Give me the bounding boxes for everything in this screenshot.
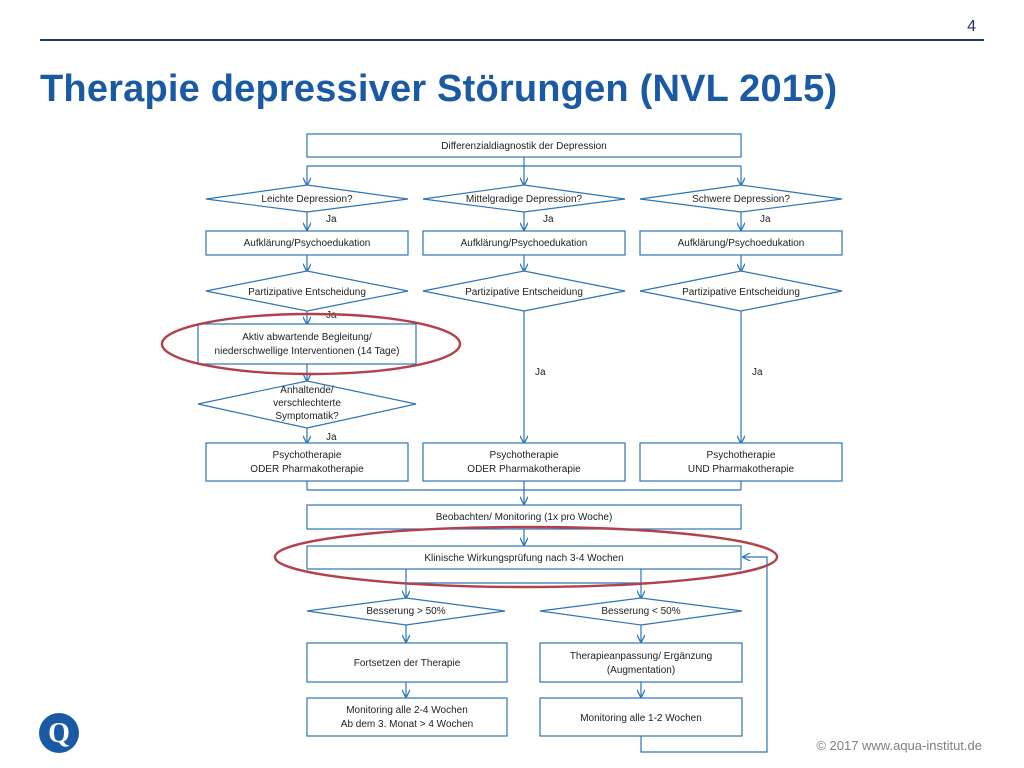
diamond-partizipative-schwer: Partizipative Entscheidung: [639, 270, 843, 312]
box-differenzialdiagnostik: Differenzialdiagnostik der Depression: [306, 133, 742, 158]
box-klinische-wirkungspruefung: Klinische Wirkungsprüfung nach 3-4 Woche…: [306, 545, 742, 570]
box-fortsetzen-therapie: Fortsetzen der Therapie: [306, 642, 508, 683]
ja-label: Ja: [535, 367, 546, 378]
diamond-label-line3: Symptomatik?: [275, 411, 339, 422]
box-therapieanpassung: Therapieanpassung/ Ergänzung (Augmentati…: [539, 642, 743, 683]
box-label-line2: UND Pharmakotherapie: [688, 464, 795, 475]
page-number: 4: [967, 18, 976, 35]
box-label-line2: ODER Pharmakotherapie: [467, 464, 581, 475]
box-psychotherapie-schwer: Psychotherapie UND Pharmakotherapie: [639, 442, 843, 482]
top-divider: [40, 39, 984, 41]
box-label: Aufklärung/Psychoedukation: [244, 238, 371, 249]
diamond-partizipative-leicht: Partizipative Entscheidung: [205, 270, 409, 312]
diamond-label: Schwere Depression?: [692, 194, 790, 205]
feedback-loop: [640, 557, 768, 753]
highlight-ellipse-wirkungspruefung: [273, 525, 779, 589]
copyright-notice: © 2017 www.aqua-institut.de: [816, 738, 982, 753]
ja-label: Ja: [326, 214, 337, 225]
diamond-label: Partizipative Entscheidung: [682, 287, 800, 298]
box-aufklaerung-leicht: Aufklärung/Psychoedukation: [205, 230, 409, 256]
ja-label: Ja: [760, 214, 771, 225]
box-monitoring-1-2-wochen: Monitoring alle 1-2 Wochen: [539, 697, 743, 737]
diamond-label: Mittelgradige Depression?: [466, 194, 583, 205]
box-label: Aufklärung/Psychoedukation: [678, 238, 805, 249]
box-label-line1: Therapieanpassung/ Ergänzung: [570, 651, 712, 662]
box-aufklaerung-schwer: Aufklärung/Psychoedukation: [639, 230, 843, 256]
box-psychotherapie-mittel: Psychotherapie ODER Pharmakotherapie: [422, 442, 626, 482]
diamond-partizipative-mittel: Partizipative Entscheidung: [422, 270, 626, 312]
box-label-line2: ODER Pharmakotherapie: [250, 464, 364, 475]
logo-letter: Q: [48, 718, 70, 749]
aqua-q-logo: Q: [39, 713, 79, 753]
box-label-line2: niederschwellige Interventionen (14 Tage…: [215, 346, 400, 357]
box-beobachten-monitoring: Beobachten/ Monitoring (1x pro Woche): [306, 504, 742, 530]
diamond-besserung-gt-50: Besserung > 50%: [306, 597, 506, 626]
box-label: Differenzialdiagnostik der Depression: [441, 141, 606, 152]
box-monitoring-2-4-wochen: Monitoring alle 2-4 Wochen Ab dem 3. Mon…: [306, 697, 508, 737]
diamond-schwere-depression: Schwere Depression?: [639, 184, 843, 213]
box-aktiv-abwartende-begleitung: Aktiv abwartende Begleitung/ niederschwe…: [197, 323, 417, 365]
diamond-label-line1: Anhaltende/: [280, 385, 334, 396]
ja-label: Ja: [326, 432, 337, 443]
box-label-line1: Psychotherapie: [707, 450, 776, 461]
diamond-label: Besserung < 50%: [601, 606, 680, 617]
diamond-mittelgradige-depression: Mittelgradige Depression?: [422, 184, 626, 213]
box-label: Aufklärung/Psychoedukation: [461, 238, 588, 249]
box-label: Beobachten/ Monitoring (1x pro Woche): [436, 512, 613, 523]
box-label: Monitoring alle 1-2 Wochen: [580, 713, 702, 724]
box-label-line1: Aktiv abwartende Begleitung/: [242, 332, 372, 343]
diamond-leichte-depression: Leichte Depression?: [205, 184, 409, 213]
box-label-line1: Psychotherapie: [490, 450, 559, 461]
diamond-label-line2: verschlechterte: [273, 398, 341, 409]
diamond-anhaltende-symptomatik: Anhaltende/ verschlechterte Symptomatik?: [197, 380, 417, 429]
box-label-line2: Ab dem 3. Monat > 4 Wochen: [341, 719, 473, 730]
page-title: Therapie depressiver Störungen (NVL 2015…: [40, 68, 838, 110]
diamond-label: Partizipative Entscheidung: [465, 287, 583, 298]
ja-label: Ja: [752, 367, 763, 378]
box-label-line2: (Augmentation): [607, 665, 675, 676]
box-aufklaerung-mittel: Aufklärung/Psychoedukation: [422, 230, 626, 256]
diamond-label: Besserung > 50%: [366, 606, 445, 617]
diamond-besserung-lt-50: Besserung < 50%: [539, 597, 743, 626]
ja-label: Ja: [543, 214, 554, 225]
box-label: Fortsetzen der Therapie: [354, 658, 461, 669]
box-label-line1: Monitoring alle 2-4 Wochen: [346, 705, 468, 716]
diamond-label: Leichte Depression?: [261, 194, 353, 205]
highlight-ellipse-begleitung: [160, 312, 462, 376]
diamond-label: Partizipative Entscheidung: [248, 287, 366, 298]
box-label-line1: Psychotherapie: [273, 450, 342, 461]
box-label: Klinische Wirkungsprüfung nach 3-4 Woche…: [424, 553, 623, 564]
ja-label: Ja: [326, 310, 337, 321]
connectors: [307, 157, 768, 753]
box-psychotherapie-leicht: Psychotherapie ODER Pharmakotherapie: [205, 442, 409, 482]
